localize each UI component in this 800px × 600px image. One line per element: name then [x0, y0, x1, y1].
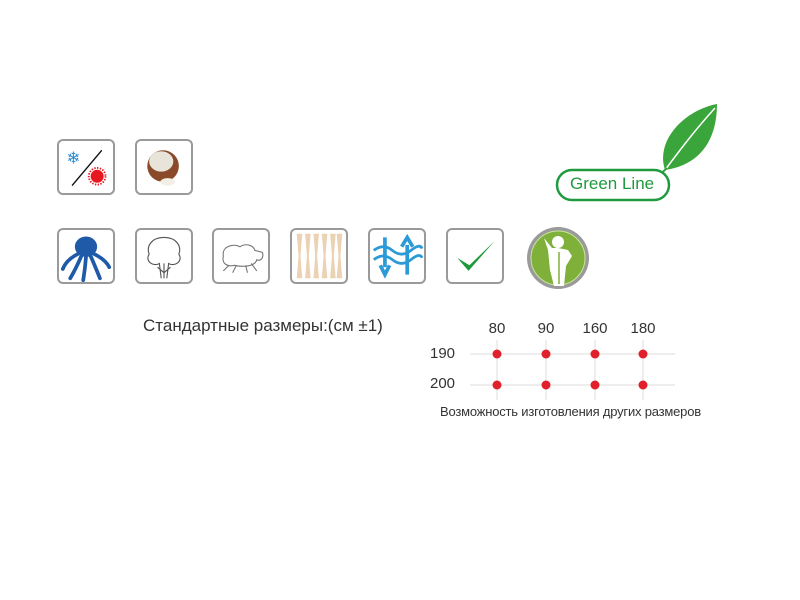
green-line-logo: Green Line [555, 100, 725, 205]
octopus-icon [57, 228, 115, 284]
size-dot [492, 380, 502, 390]
length-label: 200 [430, 375, 456, 392]
sizes-grid [470, 340, 675, 400]
air-flow-icon [368, 228, 426, 284]
coconut-icon [135, 139, 193, 195]
sizes-title: Стандартные размеры:(см ±1) [143, 316, 383, 335]
winter-summer-icon: ❄ [57, 139, 115, 195]
length-label: 190 [430, 345, 456, 362]
width-label: 180 [630, 320, 656, 337]
size-dot [638, 380, 648, 390]
width-label: 80 [488, 320, 506, 337]
width-label: 90 [537, 320, 555, 337]
size-dot [590, 349, 600, 359]
checkmark-icon [446, 228, 504, 284]
svg-text:❄: ❄ [67, 148, 81, 167]
orthopedic-body-icon [526, 226, 590, 290]
size-dot [638, 349, 648, 359]
sizes-caption: Возможность изготовления других размеров [440, 404, 701, 419]
size-dot [492, 349, 502, 359]
sheep-wool-icon [212, 228, 270, 284]
width-label: 160 [582, 320, 608, 337]
cotton-tree-icon [135, 228, 193, 284]
size-dot [541, 349, 551, 359]
logo-text: Green Line [570, 174, 655, 193]
spring-icon [290, 228, 348, 284]
size-dot [541, 380, 551, 390]
size-dot [590, 380, 600, 390]
